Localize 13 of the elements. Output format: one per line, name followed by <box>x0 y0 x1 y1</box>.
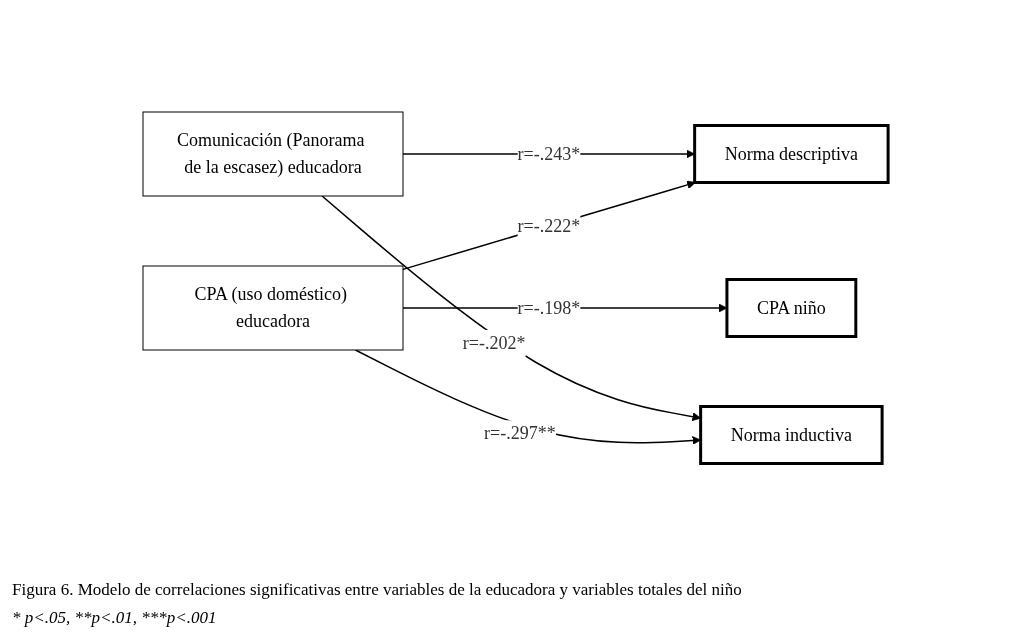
node-box: CPA niño <box>725 278 858 339</box>
arrow <box>321 195 702 422</box>
edge-label: r=-.222* <box>517 215 581 236</box>
edge-label: r=-.202* <box>463 332 526 353</box>
edge-label: r=-.198* <box>517 297 581 318</box>
significance-note: * p<.05, **p<.01, ***p<.001 <box>12 608 218 628</box>
edge-label: r=-.297** <box>484 423 557 444</box>
node-box: Comunicación (Panorama de la escasez) educadora <box>142 111 404 197</box>
node-box: Norma descriptiva <box>693 124 891 185</box>
node-box: CPA (uso doméstico) educadora <box>142 265 404 351</box>
node-box: Norma inductiva <box>699 405 885 466</box>
figure-caption: Figura 6. Modelo de correlaciones significativas entre variables de la educadora y variables totales del niño <box>12 580 743 600</box>
edge-label: r=-.243* <box>517 143 581 164</box>
